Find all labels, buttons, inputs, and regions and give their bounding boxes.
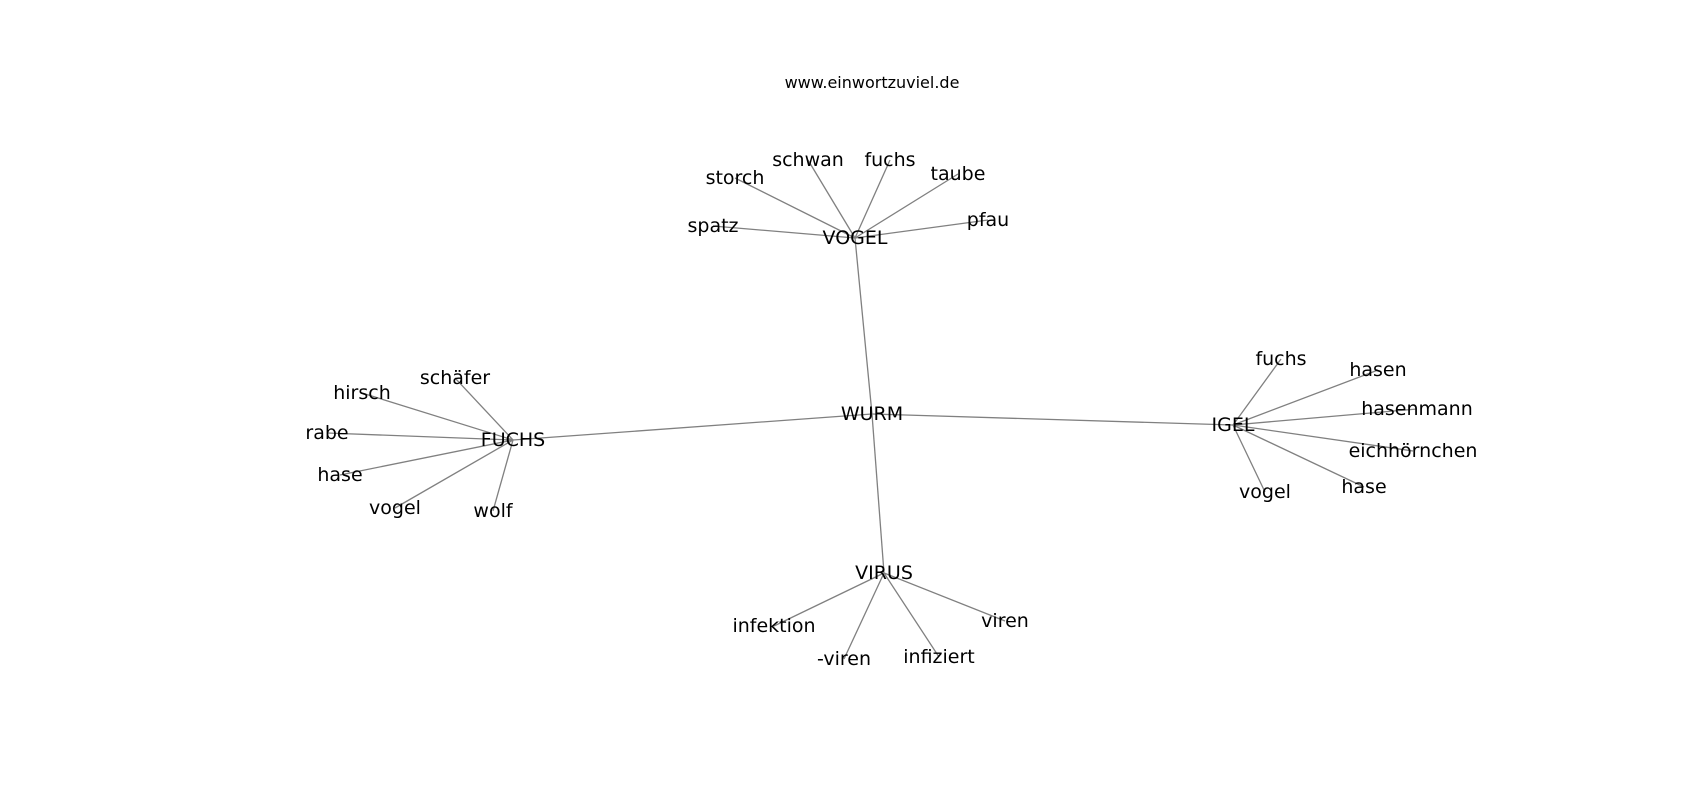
edge-fuchs-leaf-3	[339, 439, 514, 476]
site-title: www.einwortzuviel.de	[785, 73, 960, 92]
edge-fuchs-leaf-5	[492, 439, 514, 512]
edge-virus-leaf-2	[883, 572, 940, 658]
edge-vogel-leaf-2	[807, 159, 856, 239]
leaf-node-fuchs: hirsch	[333, 382, 391, 404]
leaf-node-virus: viren	[981, 610, 1029, 632]
leaf-node-igel: hasenmann	[1361, 398, 1473, 420]
leaf-node-vogel: spatz	[687, 215, 738, 237]
edge-igel-leaf-5	[1232, 424, 1266, 493]
edge-vogel-leaf-5	[854, 219, 989, 239]
leaf-node-fuchs: schäfer	[420, 367, 490, 389]
center-node: WURM	[841, 403, 903, 425]
leaf-node-vogel: schwan	[772, 149, 844, 171]
hub-node-fuchs: FUCHS	[481, 429, 545, 451]
edge-igel-leaf-2	[1232, 408, 1418, 426]
edge-vogel-leaf-1	[734, 177, 856, 239]
leaf-node-igel: vogel	[1239, 481, 1291, 503]
edge-fuchs-leaf-1	[454, 377, 514, 441]
leaf-node-vogel: taube	[931, 163, 986, 185]
edge-center-virus	[871, 413, 885, 574]
edges	[326, 159, 1418, 660]
edge-igel-leaf-4	[1232, 424, 1365, 488]
leaf-node-fuchs: wolf	[473, 500, 513, 522]
leaf-node-igel: eichhörnchen	[1349, 440, 1478, 462]
leaf-node-igel: hasen	[1349, 359, 1406, 381]
leaf-node-virus: infektion	[732, 615, 815, 637]
leaf-node-igel: fuchs	[1255, 348, 1306, 370]
edge-virus-leaf-0	[773, 572, 885, 627]
edge-igel-leaf-0	[1232, 358, 1282, 426]
leaf-node-fuchs: rabe	[305, 422, 348, 444]
edge-fuchs-leaf-4	[394, 439, 514, 509]
edge-igel-leaf-3	[1232, 424, 1414, 452]
leaf-node-fuchs: hase	[317, 464, 362, 486]
leaf-node-vogel: storch	[706, 167, 765, 189]
edge-vogel-leaf-4	[854, 173, 959, 239]
leaf-node-vogel: fuchs	[864, 149, 915, 171]
leaf-node-virus: -viren	[817, 648, 871, 670]
edge-virus-leaf-1	[843, 572, 885, 660]
edge-center-igel	[871, 413, 1234, 426]
leaf-node-vogel: pfau	[967, 209, 1009, 231]
edge-igel-leaf-1	[1232, 369, 1379, 426]
edge-center-vogel	[854, 237, 873, 415]
edge-fuchs-leaf-0	[361, 392, 514, 441]
hub-node-vogel: VOGEL	[823, 227, 888, 249]
edge-center-fuchs	[512, 413, 873, 441]
edge-virus-leaf-3	[883, 572, 1006, 622]
leaf-node-virus: infiziert	[903, 646, 975, 668]
hub-node-virus: VIRUS	[855, 562, 913, 584]
leaf-node-fuchs: vogel	[369, 497, 421, 519]
leaf-node-igel: hase	[1341, 476, 1386, 498]
edge-fuchs-leaf-2	[326, 432, 514, 441]
edge-vogel-leaf-3	[854, 159, 891, 239]
edge-vogel-leaf-0	[712, 225, 856, 239]
hub-node-igel: IGEL	[1212, 414, 1255, 436]
